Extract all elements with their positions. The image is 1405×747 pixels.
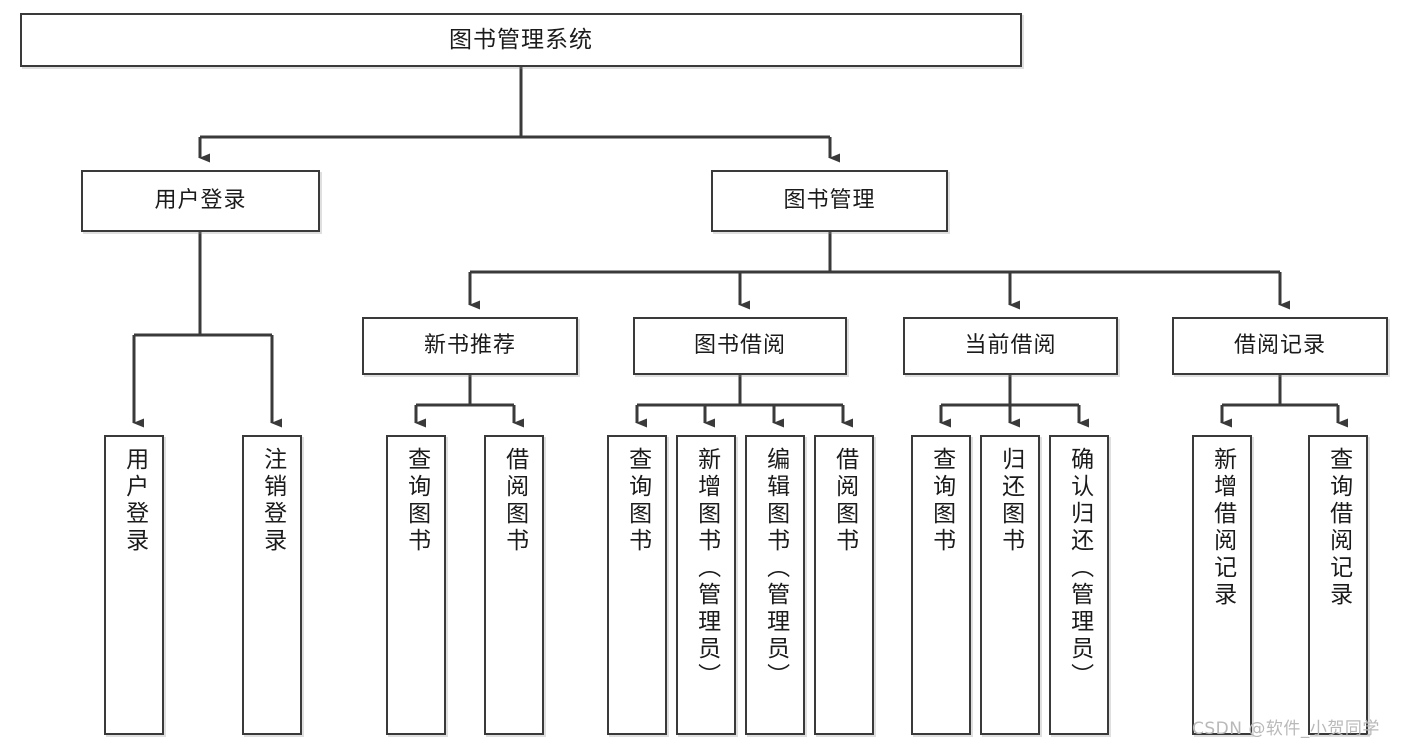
leaf-borrow-edit-book-admin[interactable]: 编辑图书（管理员）: [745, 435, 805, 735]
node-label: 查询图书: [928, 447, 955, 555]
node-label: 注销登录: [259, 447, 286, 555]
leaf-borrow-borrow-book[interactable]: 借阅图书: [814, 435, 874, 735]
node-new-book-recommend[interactable]: 新书推荐: [362, 317, 578, 375]
node-label: 查询图书: [403, 447, 430, 555]
node-label: 借阅记录: [1233, 333, 1326, 359]
leaf-recommend-query-book[interactable]: 查询图书: [386, 435, 446, 735]
node-label: 当前借阅: [964, 333, 1057, 359]
leaf-record-query-record[interactable]: 查询借阅记录: [1308, 435, 1368, 735]
node-label: 图书管理: [783, 188, 876, 214]
node-borrow-record[interactable]: 借阅记录: [1172, 317, 1388, 375]
node-label: 图书管理系统: [449, 26, 593, 53]
leaf-borrow-query-book[interactable]: 查询图书: [607, 435, 667, 735]
node-book-borrow[interactable]: 图书借阅: [633, 317, 847, 375]
leaf-record-add-record[interactable]: 新增借阅记录: [1192, 435, 1252, 735]
leaf-borrow-add-book-admin[interactable]: 新增图书（管理员）: [676, 435, 736, 735]
leaf-current-return-book[interactable]: 归还图书: [980, 435, 1040, 735]
node-label: 新书推荐: [423, 333, 516, 359]
node-label: 查询图书: [624, 447, 651, 555]
node-label: 用户登录: [154, 188, 247, 214]
leaf-user-login-logout[interactable]: 注销登录: [242, 435, 302, 735]
node-label: 确认归还（管理员）: [1066, 447, 1093, 690]
node-label: 新增借阅记录: [1209, 447, 1236, 609]
leaf-recommend-borrow-book[interactable]: 借阅图书: [484, 435, 544, 735]
node-user-login[interactable]: 用户登录: [81, 170, 320, 232]
node-root-system[interactable]: 图书管理系统: [20, 13, 1022, 67]
node-label: 借阅图书: [501, 447, 528, 555]
node-label: 编辑图书（管理员）: [762, 447, 789, 690]
leaf-user-login-login[interactable]: 用户登录: [104, 435, 164, 735]
node-label: 借阅图书: [831, 447, 858, 555]
node-label: 归还图书: [997, 447, 1024, 555]
node-label: 查询借阅记录: [1325, 447, 1352, 609]
leaf-current-confirm-return-admin[interactable]: 确认归还（管理员）: [1049, 435, 1109, 735]
node-current-borrow[interactable]: 当前借阅: [903, 317, 1118, 375]
node-label: 用户登录: [121, 447, 148, 555]
leaf-current-query-book[interactable]: 查询图书: [911, 435, 971, 735]
node-label: 新增图书（管理员）: [693, 447, 720, 690]
node-book-management[interactable]: 图书管理: [711, 170, 948, 232]
node-label: 图书借阅: [693, 333, 786, 359]
